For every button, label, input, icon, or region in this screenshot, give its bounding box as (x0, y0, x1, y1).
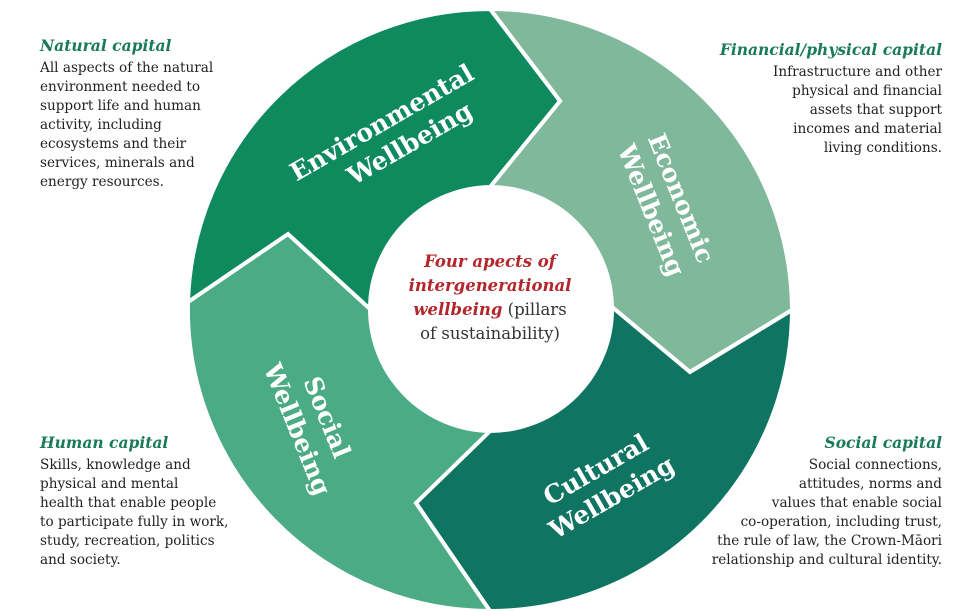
cultural-segment (413, 302, 795, 611)
human-line-3: health that enable people (40, 495, 217, 511)
financial-line-5: living conditions. (823, 140, 942, 156)
center-emphasis-line1: Four apects of (424, 252, 556, 271)
natural-line-4: activity, including (40, 117, 162, 133)
natural-line-7: energy resources. (40, 174, 164, 190)
social-line-5: the rule of law, the Crown-Māori (717, 533, 942, 549)
natural-line-5: ecosystems and their (40, 136, 187, 152)
social-capital-title: Social capital (824, 433, 942, 452)
center-emphasis-line2: intergenerational (408, 276, 572, 295)
human-line-5: study, recreation, politics (40, 533, 215, 549)
financial-line-1: Infrastructure and other (773, 64, 942, 80)
human-capital-text: Skills, knowledge and physical and menta… (40, 456, 280, 570)
social-line-1: Social connections, (808, 457, 942, 473)
financial-line-4: incomes and material (793, 121, 942, 137)
center-disc (370, 189, 610, 429)
natural-line-2: environment needed to (40, 79, 200, 95)
human-line-4: to participate fully in work, (40, 514, 229, 530)
natural-capital-block: Natural capital All aspects of the natur… (40, 36, 260, 192)
natural-line-1: All aspects of the natural (40, 60, 214, 76)
financial-capital-text: Infrastructure and other physical and fi… (702, 63, 942, 158)
human-line-1: Skills, knowledge and (40, 457, 191, 473)
financial-line-3: assets that support (809, 102, 942, 118)
center-emphasis-line3: wellbeing (413, 300, 503, 319)
human-line-2: physical and mental (40, 476, 179, 492)
environmental-segment (185, 6, 563, 314)
natural-capital-title: Natural capital (40, 36, 172, 55)
natural-line-6: services, minerals and (40, 155, 195, 171)
social-capital-text: Social connections, attitudes, norms and… (652, 456, 942, 570)
human-capital-title: Human capital (40, 433, 169, 452)
financial-line-2: physical and financial (792, 83, 942, 99)
human-capital-block: Human capital Skills, knowledge and phys… (40, 433, 280, 570)
social-line-2: attitudes, norms and (798, 476, 942, 492)
social-line-6: relationship and cultural identity. (711, 552, 942, 568)
center-rest-line3: (pillars (502, 300, 567, 319)
natural-line-3: support life and human (40, 98, 201, 114)
human-line-6: and society. (40, 552, 121, 568)
natural-capital-text: All aspects of the natural environment n… (40, 59, 260, 192)
economic-segment (485, 6, 795, 375)
financial-capital-title: Financial/physical capital (719, 40, 942, 59)
social-segment (185, 231, 495, 611)
financial-capital-block: Financial/physical capital Infrastructur… (702, 40, 942, 158)
social-capital-block: Social capital Social connections, attit… (652, 433, 942, 570)
social-line-3: values that enable social (771, 495, 942, 511)
social-line-4: co-operation, including trust, (740, 514, 942, 530)
center-caption: Four apects of intergenerational wellbei… (380, 250, 600, 346)
center-rest-line4: of sustainability) (420, 324, 560, 343)
